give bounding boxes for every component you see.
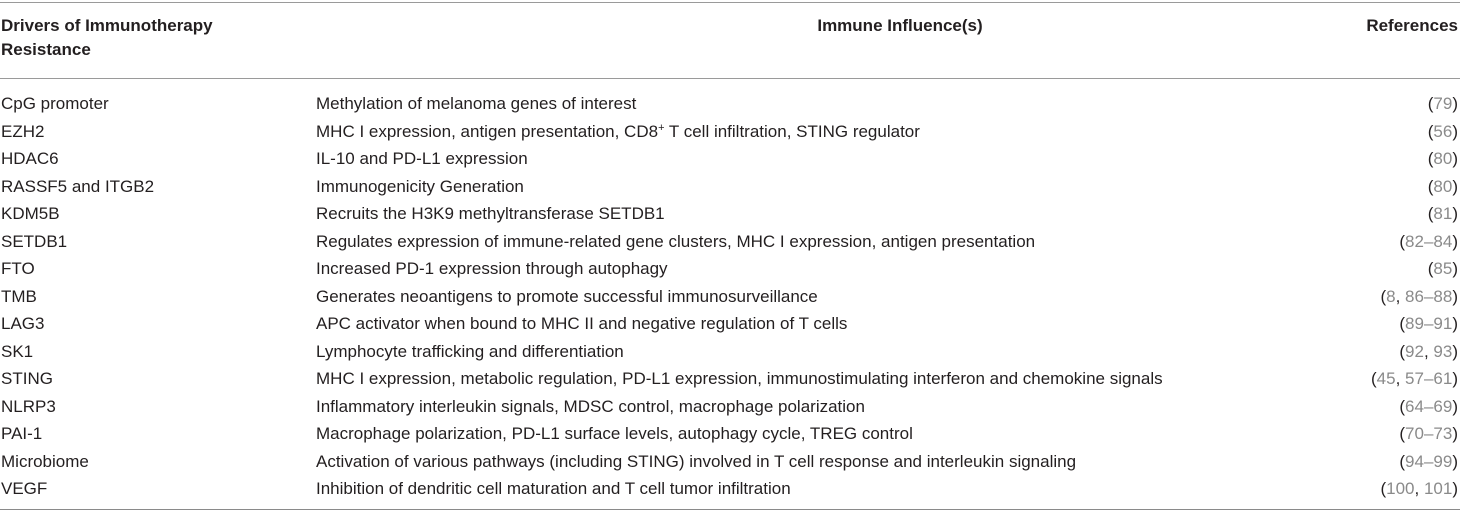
row-driver: FTO bbox=[1, 259, 35, 278]
row-references: (92, 93) bbox=[1399, 341, 1458, 361]
row-influence: Activation of various pathways (includin… bbox=[316, 451, 1077, 471]
row-driver: SETDB1 bbox=[1, 231, 68, 251]
row-influence: IL-10 and PD-L1 expression bbox=[316, 149, 528, 168]
reference-link[interactable]: 100 bbox=[1386, 479, 1415, 498]
row-driver: RASSF5 and ITGB2 bbox=[1, 176, 155, 196]
table-row: EZH2 MHC I expression, antigen presentat… bbox=[0, 118, 1460, 146]
header-references: References bbox=[1366, 16, 1458, 35]
table-row: Microbiome Activation of various pathway… bbox=[0, 448, 1460, 476]
influence-text: MHC I expression, antigen presentation, … bbox=[316, 121, 659, 141]
table-bottom-rule bbox=[0, 509, 1460, 510]
row-influence: Immunogenicity Generation bbox=[316, 176, 524, 196]
superscript-plus: + bbox=[658, 121, 665, 134]
row-references: (70–73) bbox=[1399, 424, 1458, 443]
reference-link[interactable]: 45 bbox=[1376, 369, 1396, 388]
row-references: (82–84) bbox=[1399, 231, 1458, 251]
table-row: NLRP3 Inflammatory interleukin signals, … bbox=[0, 393, 1460, 421]
row-influence: MHC I expression, metabolic regulation, … bbox=[316, 369, 1163, 388]
row-references: (8, 86–88) bbox=[1380, 286, 1458, 306]
row-influence: Inhibition of dendritic cell maturation … bbox=[316, 479, 791, 498]
row-driver: STING bbox=[1, 369, 53, 388]
reference-link[interactable]: 80 bbox=[1433, 149, 1453, 168]
reference-link[interactable]: 93 bbox=[1433, 341, 1453, 361]
reference-link[interactable]: 86–88 bbox=[1405, 286, 1453, 306]
row-references: (80) bbox=[1427, 176, 1458, 196]
row-references: (81) bbox=[1427, 204, 1458, 223]
influence-text: T cell infiltration, STING regulator bbox=[664, 121, 920, 141]
row-driver: VEGF bbox=[1, 479, 48, 498]
header-drivers: Drivers of Immunotherapy Resistance bbox=[1, 16, 213, 59]
table-row: VEGF Inhibition of dendritic cell matura… bbox=[0, 475, 1460, 503]
reference-link[interactable]: 79 bbox=[1433, 94, 1453, 113]
row-driver: KDM5B bbox=[1, 204, 60, 223]
table-row: RASSF5 and ITGB2 Immunogenicity Generati… bbox=[0, 173, 1460, 201]
table-row: TMB Generates neoantigens to promote suc… bbox=[0, 283, 1460, 311]
reference-link[interactable]: 56 bbox=[1433, 121, 1453, 141]
table-row: CpG promoter Methylation of melanoma gen… bbox=[0, 90, 1460, 118]
row-driver: TMB bbox=[1, 286, 37, 306]
table-row: SETDB1 Regulates expression of immune-re… bbox=[0, 228, 1460, 256]
row-influence: Recruits the H3K9 methyltransferase SETD… bbox=[316, 204, 665, 223]
row-driver: NLRP3 bbox=[1, 396, 56, 416]
reference-link[interactable]: 89–91 bbox=[1405, 314, 1453, 333]
row-influence: MHC I expression, antigen presentation, … bbox=[316, 118, 920, 146]
reference-link[interactable]: 101 bbox=[1423, 479, 1453, 498]
row-driver: LAG3 bbox=[1, 314, 45, 333]
row-influence: Regulates expression of immune-related g… bbox=[316, 231, 1036, 251]
table-row: LAG3 APC activator when bound to MHC II … bbox=[0, 310, 1460, 338]
reference-link[interactable]: 92 bbox=[1405, 341, 1424, 361]
row-driver: Microbiome bbox=[1, 451, 89, 471]
reference-link[interactable]: 70–73 bbox=[1405, 424, 1453, 443]
row-influence: Generates neoantigens to promote success… bbox=[316, 286, 818, 306]
row-references: (100, 101) bbox=[1380, 479, 1458, 498]
reference-link[interactable]: 85 bbox=[1433, 259, 1453, 278]
row-references: (79) bbox=[1427, 94, 1458, 113]
row-driver: EZH2 bbox=[1, 121, 45, 141]
row-references: (89–91) bbox=[1399, 314, 1458, 333]
row-references: (64–69) bbox=[1399, 396, 1458, 416]
reference-link[interactable]: 8 bbox=[1386, 286, 1396, 306]
reference-link[interactable]: 81 bbox=[1433, 204, 1453, 223]
table-row: HDAC6 IL-10 and PD-L1 expression (80) bbox=[0, 145, 1460, 173]
row-driver: PAI-1 bbox=[1, 424, 43, 443]
header-divider-rule bbox=[0, 78, 1460, 79]
row-influence: Methylation of melanoma genes of interes… bbox=[316, 94, 637, 113]
table-row: STING MHC I expression, metabolic regula… bbox=[0, 365, 1460, 393]
row-influence: Inflammatory interleukin signals, MDSC c… bbox=[316, 396, 865, 416]
reference-link[interactable]: 57–61 bbox=[1405, 369, 1453, 388]
row-influence: APC activator when bound to MHC II and n… bbox=[316, 314, 848, 333]
table-row: PAI-1 Macrophage polarization, PD-L1 sur… bbox=[0, 420, 1460, 448]
row-driver: CpG promoter bbox=[1, 94, 109, 113]
table-row: KDM5B Recruits the H3K9 methyltransferas… bbox=[0, 200, 1460, 228]
reference-link[interactable]: 94–99 bbox=[1405, 451, 1453, 471]
row-references: (80) bbox=[1427, 149, 1458, 168]
row-references: (94–99) bbox=[1399, 451, 1458, 471]
table-row: SK1 Lymphocyte trafficking and different… bbox=[0, 338, 1460, 366]
row-references: (45, 57–61) bbox=[1371, 369, 1458, 388]
header-immune-influence: Immune Influence(s) bbox=[817, 16, 983, 35]
table-body: CpG promoter Methylation of melanoma gen… bbox=[0, 90, 1460, 503]
row-influence: Macrophage polarization, PD-L1 surface l… bbox=[316, 424, 913, 443]
reference-link[interactable]: 80 bbox=[1433, 176, 1453, 196]
row-references: (56) bbox=[1427, 121, 1458, 141]
reference-link[interactable]: 82–84 bbox=[1405, 231, 1453, 251]
table-row: FTO Increased PD-1 expression through au… bbox=[0, 255, 1460, 283]
row-driver: SK1 bbox=[1, 341, 34, 361]
row-references: (85) bbox=[1427, 259, 1458, 278]
table-top-rule bbox=[0, 2, 1460, 3]
row-influence: Increased PD-1 expression through autoph… bbox=[316, 259, 668, 278]
reference-link[interactable]: 64–69 bbox=[1405, 396, 1453, 416]
row-influence: Lymphocyte trafficking and differentiati… bbox=[316, 341, 624, 361]
row-driver: HDAC6 bbox=[1, 149, 59, 168]
